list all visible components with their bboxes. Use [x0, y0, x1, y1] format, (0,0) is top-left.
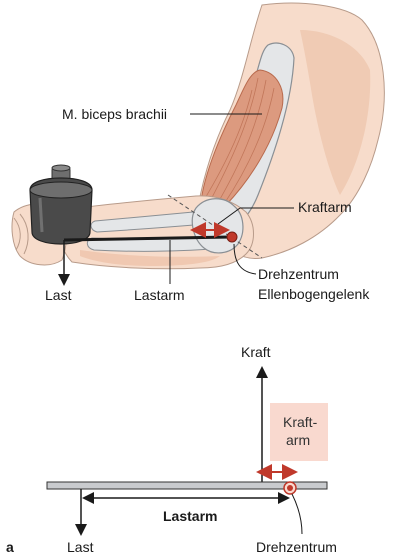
lever-label-force: Kraft	[241, 344, 271, 360]
dumbbell-weight-icon	[30, 165, 92, 244]
label-muscle: M. biceps brachii	[62, 106, 167, 122]
lever-schematic: Kraft Kraft- arm Lastarm a Last Drehzent…	[6, 344, 337, 555]
lever-label-load: Last	[67, 539, 94, 555]
lever-label-load-arm: Lastarm	[163, 508, 217, 524]
label-force-arm: Kraftarm	[298, 199, 352, 215]
lever-label-force-arm-1: Kraft-	[283, 414, 318, 430]
elbow-joint-bone	[192, 199, 243, 253]
lever-pivot-point-icon	[284, 482, 296, 494]
lever-label-force-arm-2: arm	[286, 432, 310, 448]
label-load: Last	[45, 287, 72, 303]
label-elbow-joint: Ellenbogengelenk	[258, 286, 370, 302]
arm-illustration: M. biceps brachii Kraftarm Drehzentrum E…	[12, 3, 384, 303]
lever-leader-rotation-center	[292, 494, 302, 534]
lever-label-rotation-center: Drehzentrum	[256, 539, 337, 555]
label-load-arm: Lastarm	[134, 287, 185, 303]
label-rotation-center: Drehzentrum	[258, 266, 339, 282]
pivot-point-icon	[227, 232, 237, 242]
panel-letter: a	[6, 539, 14, 555]
